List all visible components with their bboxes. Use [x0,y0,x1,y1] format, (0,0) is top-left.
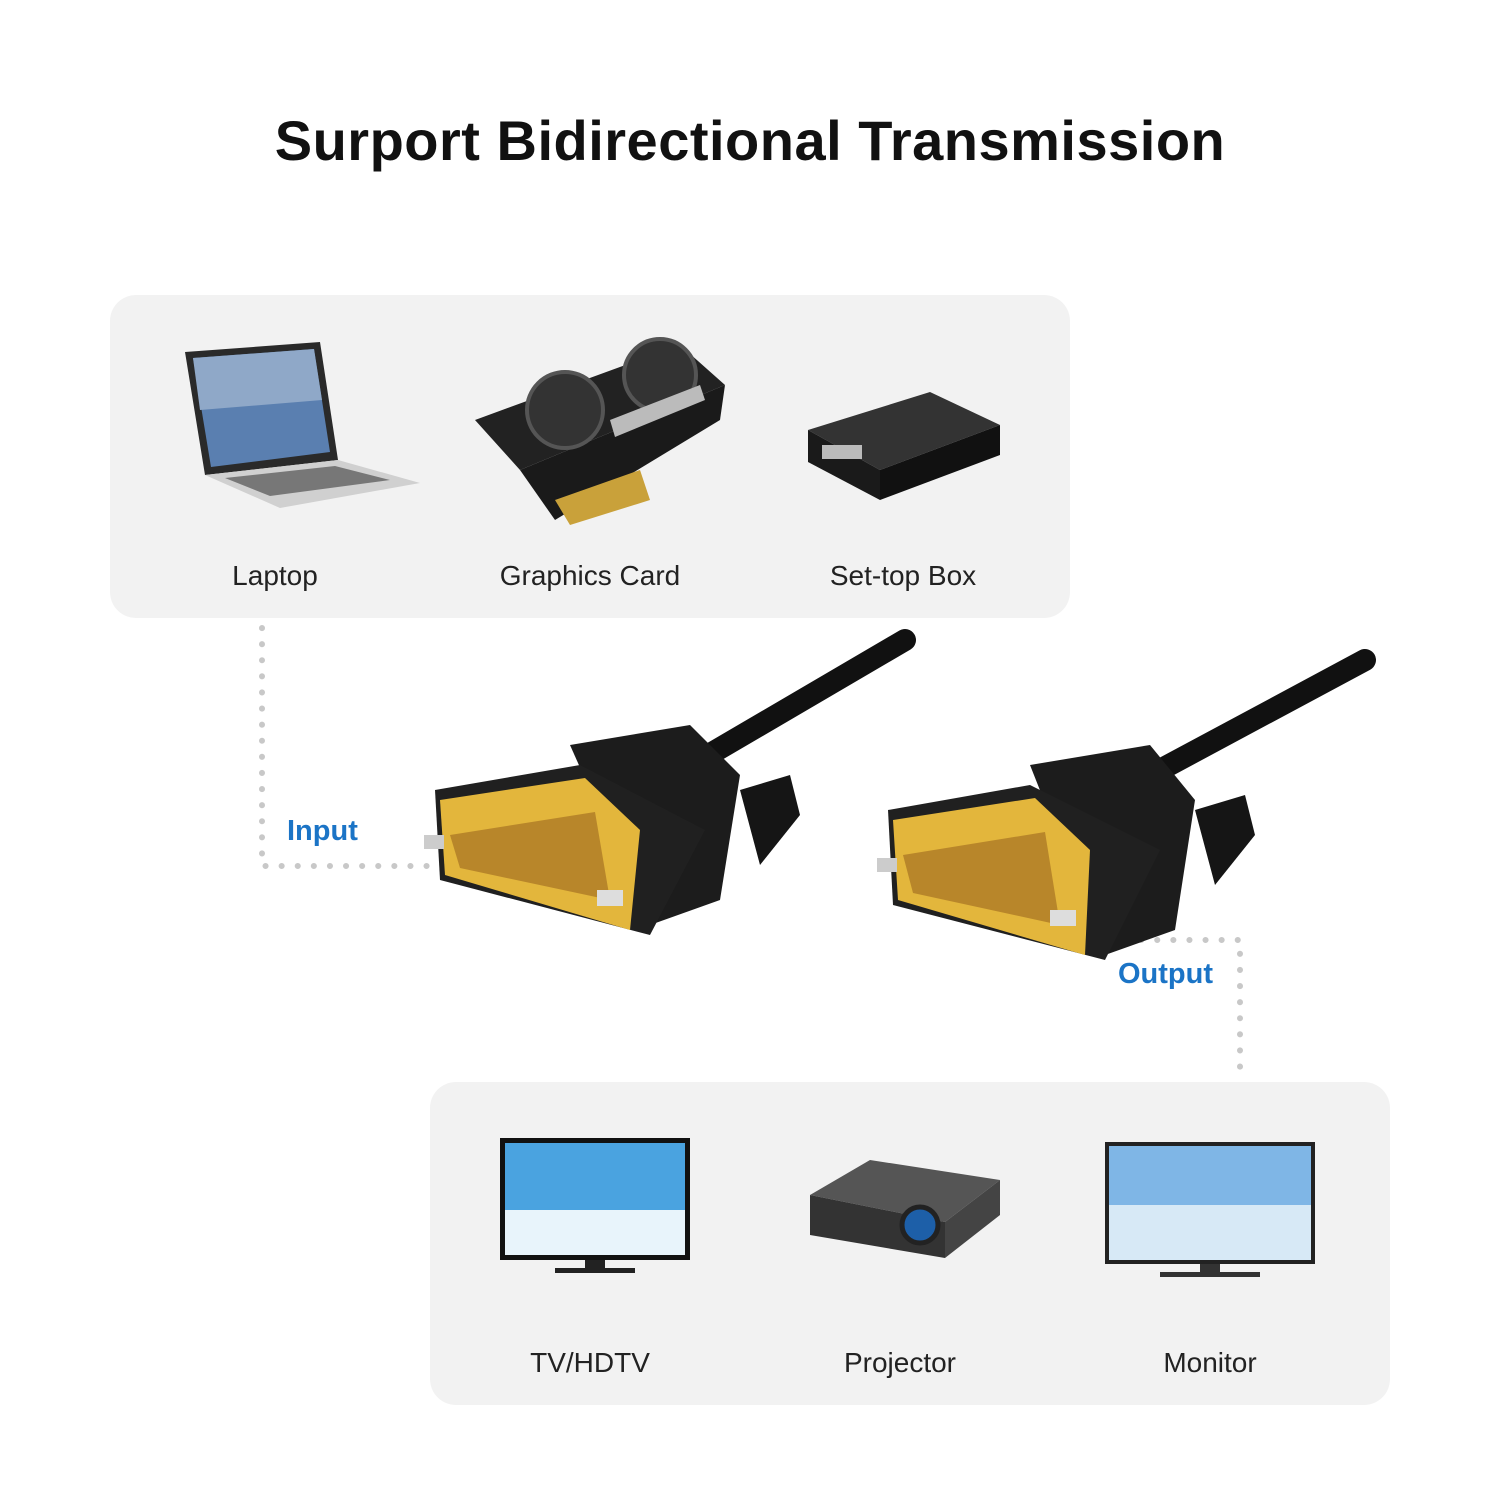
projector-icon [810,1160,1000,1258]
source-label-set-top-box: Set-top Box [829,560,977,591]
output-label: Output [1118,958,1214,990]
dvi-connector-output [877,649,1376,960]
destination-label-tv: TV/HDTV [530,1347,650,1378]
destination-label-monitor: Monitor [1163,1347,1257,1378]
source-label-laptop: Laptop [232,560,318,591]
monitor-icon [1105,1142,1315,1277]
laptop-icon [185,342,420,508]
input-label: Input [287,815,358,847]
dvi-connector-input [424,629,916,935]
output-dotted-line [1122,937,1243,1083]
graphics-card-icon [475,337,725,525]
set-top-box-icon [808,392,1000,500]
page-title: Surport Bidirectional Transmission [274,109,1226,172]
destination-label-projector: Projector [843,1347,957,1378]
input-dotted-line [259,625,433,869]
tv-icon [500,1138,690,1273]
source-label-graphics-card: Graphics Card [499,560,681,591]
